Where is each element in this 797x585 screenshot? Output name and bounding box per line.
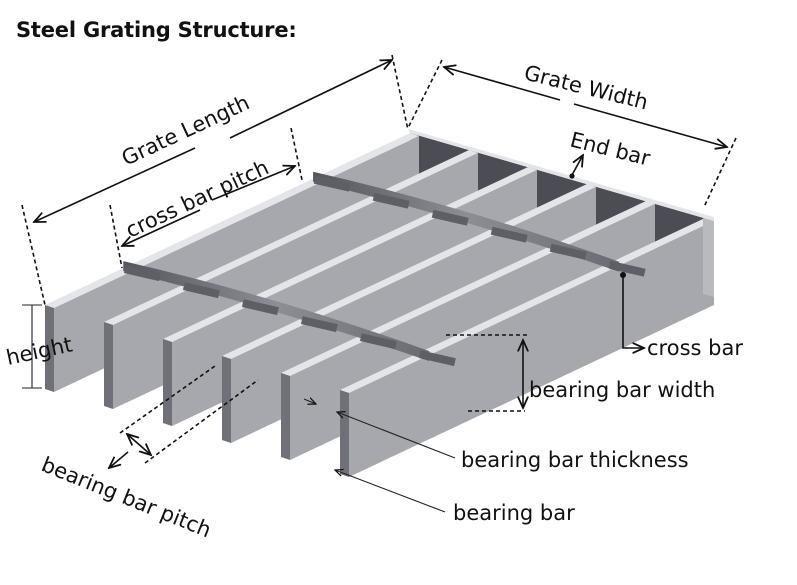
cross-bar-segment (123, 265, 161, 282)
bearing-bar-thickness-callout: bearing bar thickness (303, 399, 689, 472)
bearing-bar-label: bearing bar (453, 501, 575, 525)
cross-bar-segment (313, 175, 351, 192)
end-bar-callout: End bar (568, 128, 653, 179)
dimension-line (127, 434, 151, 455)
cross-bar-segment (182, 282, 220, 299)
bearing-bar-width-dimension: bearing bar width (446, 334, 715, 412)
bearing-bar-front-face (45, 305, 54, 392)
extension-line (109, 204, 123, 269)
end-bar-cap (703, 218, 714, 297)
bearing-bar-front-face (104, 322, 113, 409)
extension-line (703, 137, 737, 208)
cross-bar-segment (300, 316, 338, 333)
end-bar-label: End bar (568, 128, 653, 171)
bearing-bar-width-label: bearing bar width (529, 378, 715, 402)
extension-line (391, 54, 409, 131)
cross-bar-segment (549, 243, 587, 260)
grate-length-label: Grate Length (118, 90, 253, 170)
bearing-bar-front-face (222, 356, 231, 443)
bearing-bar-callout: bearing bar (335, 470, 575, 525)
end-bar-pointer (571, 155, 583, 176)
end-bar-top (408, 129, 714, 221)
pitch-pointer (109, 451, 129, 468)
bearing-bar-top-face (340, 218, 714, 393)
bearing-bar-front-face (281, 373, 290, 460)
extension-line (119, 365, 216, 434)
cross-bar-segment (431, 209, 469, 226)
extension-line (407, 59, 443, 129)
cross-bar-segment (359, 333, 397, 350)
diagram-title: Steel Grating Structure: (16, 18, 297, 42)
dimension-line (573, 103, 727, 147)
cross-bar-callout: cross bar (620, 272, 743, 360)
cross-bar-segment (608, 260, 646, 277)
dimension-line (122, 209, 201, 246)
cross-bar-segment (372, 192, 410, 209)
cross-bars (123, 171, 646, 367)
bearing-bar-leader (335, 470, 446, 513)
cross-bar-pointer (622, 275, 644, 348)
bearing-bar-thickness-label: bearing bar thickness (461, 448, 689, 472)
grate-width-label: Grate Width (522, 61, 651, 115)
thickness-pointer (303, 399, 316, 404)
bearing-bar-pitch-label: bearing bar pitch (38, 452, 215, 542)
cross-bar-segment (241, 299, 279, 316)
cross-bar-label: cross bar (647, 336, 743, 360)
dimension-line (34, 147, 196, 222)
bearing-bar-front-face (340, 390, 349, 477)
thickness-leader (337, 412, 456, 459)
grating-body (45, 129, 714, 477)
pointer-dot (569, 173, 575, 179)
dimension-line (444, 67, 561, 101)
extension-line (144, 379, 259, 464)
bearing-bar-front-face (163, 339, 172, 426)
cross-bar-segment (490, 226, 528, 243)
dimension-line (211, 166, 295, 201)
extension-line (290, 127, 303, 181)
extension-line (21, 204, 46, 306)
dimension-line (229, 60, 392, 139)
cross-bar-segment (418, 350, 456, 367)
